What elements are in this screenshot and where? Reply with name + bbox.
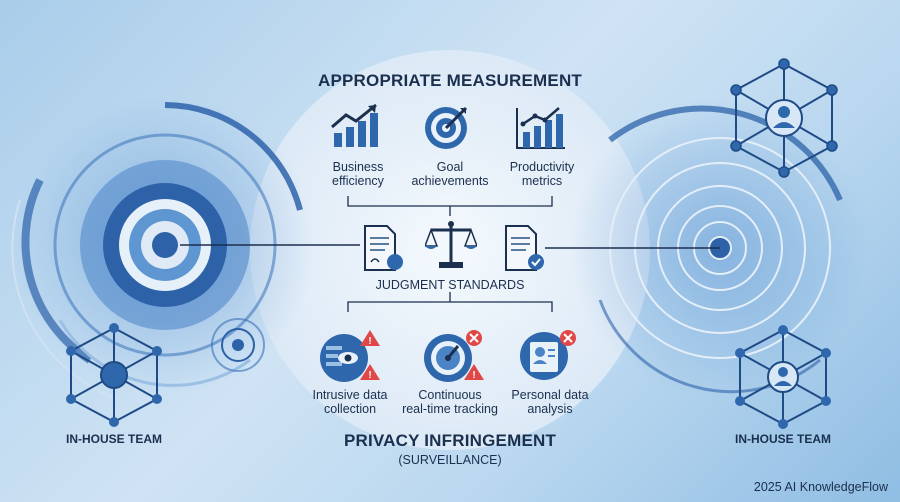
- bottom-title: PRIVACY INFRINGEMENT: [343, 431, 557, 450]
- top-item-label: Goal achievements: [411, 160, 489, 188]
- signed-document-icon: [364, 225, 403, 271]
- network-hexagon-person-icon: [730, 58, 838, 178]
- balance-scale-icon: [425, 221, 477, 268]
- svg-text:!: !: [368, 336, 371, 347]
- tracking-gauge-icon: !: [424, 330, 484, 382]
- profile-card-icon: [520, 330, 576, 380]
- top-item-label: Productivity metrics: [509, 160, 575, 188]
- bottom-subtitle: (SURVEILLANCE): [398, 453, 502, 467]
- brand-caption: 2025 AI KnowledgeFlow: [753, 480, 888, 494]
- svg-text:!: !: [368, 370, 371, 381]
- network-hexagon-person-icon: [735, 325, 831, 429]
- network-hexagon-icon: [66, 323, 162, 427]
- rising-bar-chart-icon: [331, 103, 378, 147]
- approved-document-icon: [505, 225, 544, 271]
- top-title: APPROPRIATE MEASUREMENT: [317, 71, 583, 90]
- eye-monitoring-icon: ! !: [320, 330, 380, 382]
- right-team-label: IN-HOUSE TEAM: [735, 432, 831, 446]
- bottom-item-label: Intrusive data collection: [312, 388, 388, 416]
- metrics-chart-icon: [516, 107, 565, 149]
- left-team-label: IN-HOUSE TEAM: [66, 432, 162, 446]
- target-arrow-icon: [425, 106, 468, 149]
- small-target-icon: [211, 318, 265, 372]
- svg-text:!: !: [472, 370, 475, 381]
- middle-label: JUDGMENT STANDARDS: [375, 278, 525, 292]
- bottom-item-label: Continuous real-time tracking: [402, 388, 498, 416]
- bottom-item-label: Personal data analysis: [511, 388, 589, 416]
- top-item-label: Business efficiency: [332, 160, 384, 188]
